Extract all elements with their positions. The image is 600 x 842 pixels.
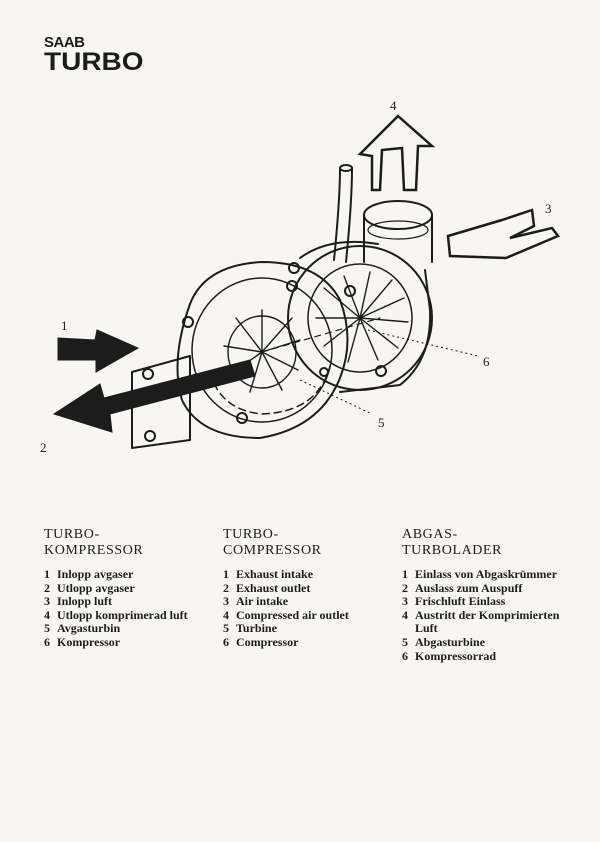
legend-item: 5 Turbine (223, 622, 373, 636)
legend-heading: TURBO- COMPRESSOR (223, 527, 373, 559)
legend-list: 1 Inlopp avgaser 2 Utlopp avgaser 3 Inlopp … (44, 567, 204, 650)
item-text: Turbine (236, 621, 277, 636)
legend-item: 6 Kompressor (44, 634, 204, 650)
exhaust-arrows (52, 329, 256, 433)
item-number: 2 (402, 580, 408, 595)
heading-line: ABGAS- (402, 527, 458, 542)
item-number: 6 (223, 634, 229, 649)
exhaust-intake-arrow (57, 329, 140, 373)
item-number: 2 (44, 580, 50, 595)
legend-item: 1 Inlopp avgaser (44, 567, 204, 582)
legend-item: 2 Auslass zum Auspuff (402, 580, 562, 596)
legend-item: 6 Compressor (223, 634, 373, 650)
item-number: 2 (223, 580, 229, 595)
legend-item: 4 Compressed air outlet (223, 607, 373, 623)
legend-item: 2 Utlopp avgaser (44, 580, 204, 596)
item-number: 1 (223, 567, 229, 581)
legend-item: 6 Kompressorrad (402, 648, 562, 664)
exhaust-outlet-arrow (52, 359, 256, 433)
item-number: 1 (402, 567, 408, 581)
heading-line: TURBO- (44, 527, 100, 542)
air-intake-pipe (363, 200, 433, 263)
item-text: Exhaust intake (236, 567, 314, 581)
callout-6: 6 (483, 354, 490, 369)
callout-1: 1 (61, 318, 68, 333)
item-text: Inlopp luft (57, 594, 113, 609)
legend-heading: TURBO- KOMPRESSOR (44, 527, 204, 559)
callout-3: 3 (545, 201, 552, 216)
item-text: Abgasturbine (415, 634, 486, 649)
item-number: 4 (402, 607, 408, 622)
callout-5: 5 (378, 415, 385, 430)
saab-turbo-logo: SAAB TURBO (44, 34, 144, 75)
callout-2: 2 (40, 440, 47, 455)
item-number: 6 (402, 648, 408, 663)
legend-list: 1 Exhaust intake 2 Exhaust outlet 3 Air int… (223, 567, 373, 650)
legend-item: 1 Einlass von Abgaskrümmer (402, 567, 562, 582)
item-text: Inlopp avgaser (57, 567, 134, 581)
item-text: Einlass von Abgaskrümmer (415, 567, 558, 581)
compressed-air-outlet-arrow (357, 114, 436, 192)
legend-item: 5 Avgasturbin (44, 622, 204, 636)
legend-item: 3 Frischluft Einlass (402, 595, 562, 609)
item-number: 6 (44, 634, 50, 649)
item-text: Austritt der Komprimierten Luft (415, 607, 560, 636)
item-text: Frischluft Einlass (415, 594, 506, 609)
legend-item: 5 Abgasturbine (402, 634, 562, 650)
legend-item: 1 Exhaust intake (223, 567, 373, 582)
legend-heading: ABGAS- TURBOLADER (402, 527, 562, 559)
logo-line-turbo: TURBO (44, 48, 144, 76)
item-number: 4 (44, 607, 50, 622)
legend-list: 1 Einlass von Abgaskrümmer 2 Auslass zum A… (402, 567, 562, 664)
item-text: Compressor (236, 634, 299, 649)
legend-item: 4 Austritt der Komprimierten Luft (402, 607, 562, 636)
heading-line: TURBOLADER (402, 543, 503, 558)
item-text: Auslass zum Auspuff (415, 580, 523, 595)
item-text: Air intake (236, 594, 289, 609)
item-text: Exhaust outlet (236, 580, 311, 595)
legend-german: ABGAS- TURBOLADER 1 Einlass von Abgaskrüm… (402, 527, 562, 663)
legend-english: TURBO- COMPRESSOR 1 Exhaust intake 2 Exhau… (223, 527, 373, 650)
item-number: 5 (44, 621, 50, 636)
logo-line-saab: SAAB (44, 34, 85, 51)
item-text: Kompressor (57, 634, 121, 649)
item-number: 1 (44, 567, 50, 581)
item-number: 4 (223, 607, 229, 622)
item-number: 5 (402, 634, 408, 649)
exhaust-flange (131, 355, 191, 449)
item-text: Utlopp avgaser (57, 580, 135, 595)
item-number: 5 (223, 621, 229, 636)
heading-line: KOMPRESSOR (44, 543, 144, 558)
callout-4: 4 (390, 98, 397, 113)
item-text: Utlopp komprimerad luft (57, 607, 188, 622)
legend-item: 4 Utlopp komprimerad luft (44, 607, 204, 623)
item-text: Avgasturbin (57, 621, 121, 636)
turbine-housing (176, 261, 349, 439)
legend-item: 3 Inlopp luft (44, 595, 204, 609)
compressed-air-pipe (333, 164, 353, 263)
turbocharger-diagram: 1 2 3 4 5 6 (40, 98, 560, 455)
legend-item: 2 Exhaust outlet (223, 580, 373, 596)
item-number: 3 (402, 594, 408, 609)
item-number: 3 (223, 594, 229, 609)
heading-line: TURBO- (223, 527, 279, 542)
item-text: Compressed air outlet (236, 607, 349, 622)
legend-item: 3 Air intake (223, 595, 373, 609)
air-intake-arrow (446, 208, 560, 260)
item-text: Kompressorrad (415, 648, 497, 663)
item-number: 3 (44, 594, 50, 609)
heading-line: COMPRESSOR (223, 543, 322, 558)
